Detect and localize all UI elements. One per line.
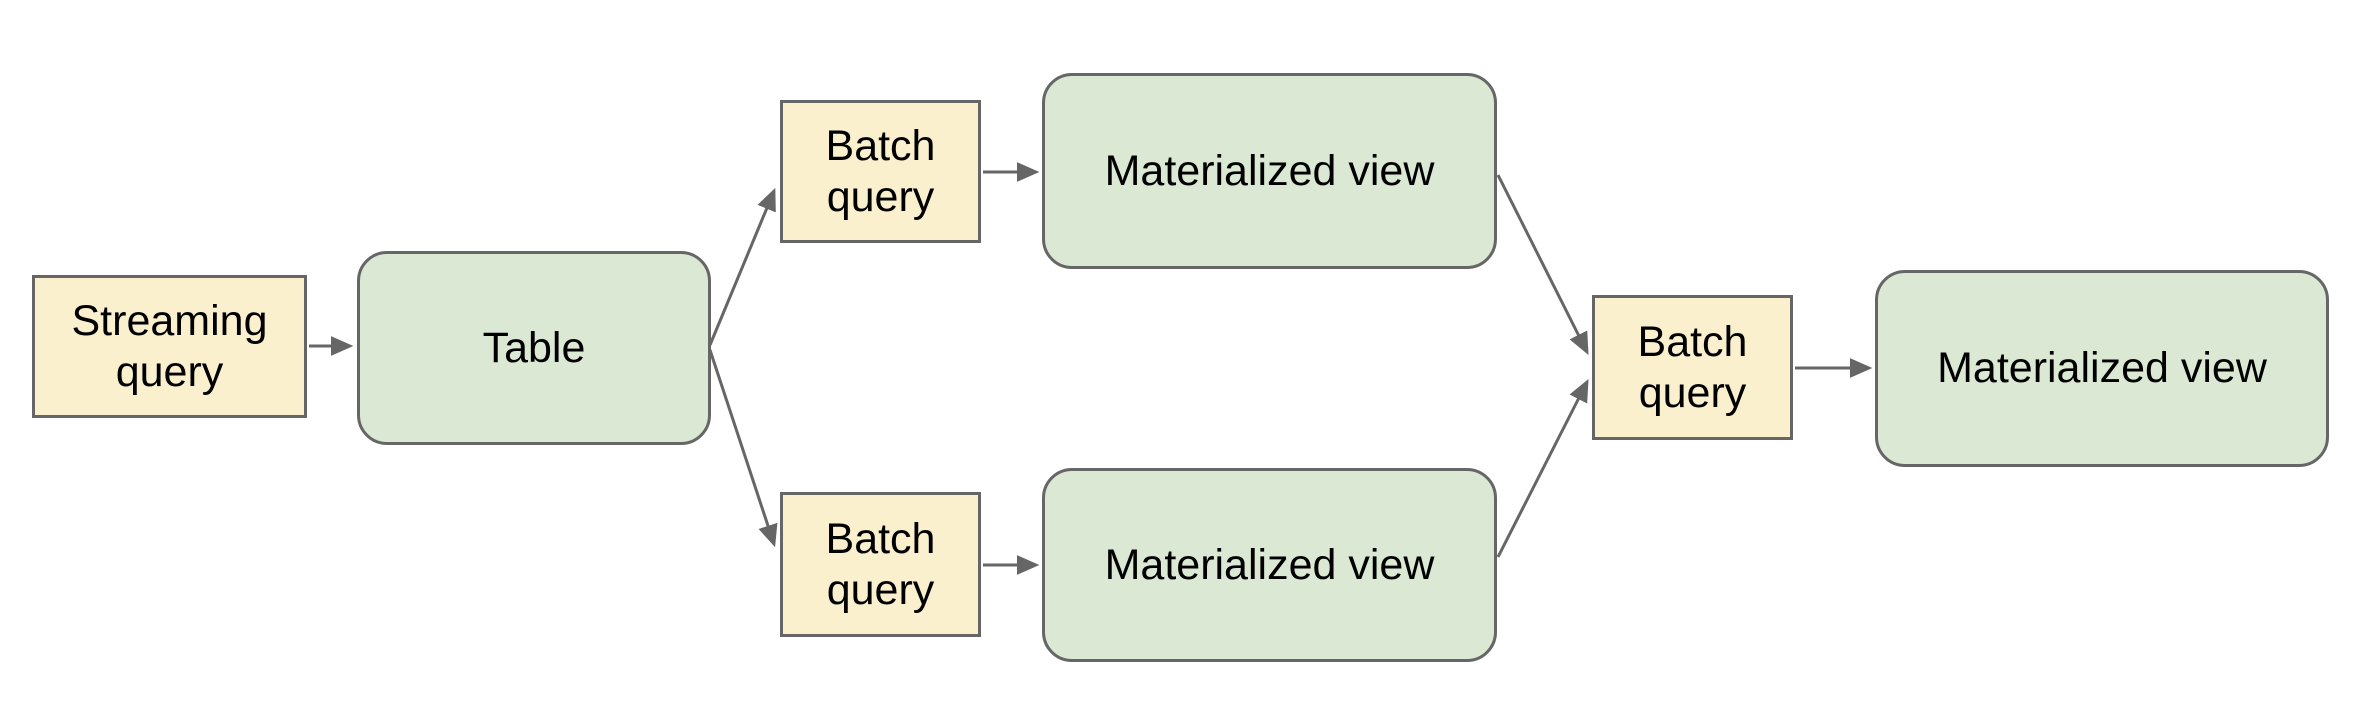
node-materialized-view-right-label: Materialized view — [1937, 344, 2267, 393]
node-batch-query-top: Batch query — [780, 100, 981, 243]
node-materialized-view-top: Materialized view — [1042, 73, 1497, 269]
edge-materialized-view-top-to-batch-query-right — [1496, 174, 1589, 356]
node-batch-query-bottom: Batch query — [780, 492, 981, 637]
node-batch-query-top-label: Batch query — [825, 122, 936, 221]
node-materialized-view-top-label: Materialized view — [1104, 146, 1435, 195]
node-batch-query-right: Batch query — [1592, 295, 1793, 440]
node-batch-query-right-label: Batch query — [1637, 318, 1748, 417]
node-table-label: Table — [482, 323, 586, 372]
node-table: Table — [357, 251, 711, 445]
node-materialized-view-bottom: Materialized view — [1042, 468, 1497, 662]
edge-table-to-batch-query-top — [708, 187, 776, 346]
edge-table-to-batch-query-bottom — [708, 349, 778, 548]
edge-materialized-view-bottom-to-batch-query-right — [1496, 378, 1589, 558]
node-streaming-query: Streaming query — [32, 275, 307, 418]
node-materialized-view-bottom-label: Materialized view — [1104, 540, 1435, 589]
node-materialized-view-right: Materialized view — [1875, 270, 2329, 467]
node-batch-query-bottom-label: Batch query — [825, 515, 936, 614]
node-streaming-query-label: Streaming query — [71, 297, 268, 396]
